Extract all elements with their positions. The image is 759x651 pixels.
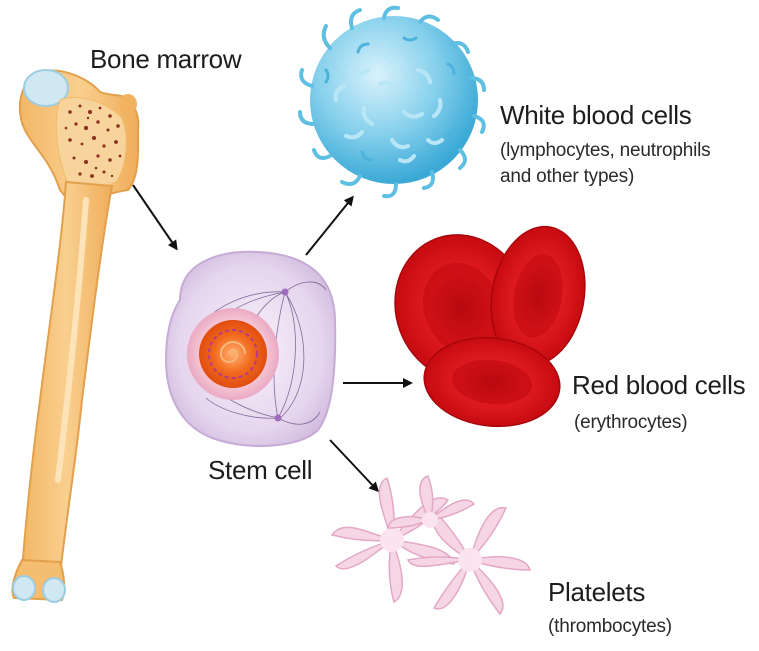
white-blood-cells-subtitle-line2: and other types) — [500, 164, 634, 189]
white-blood-cell-icon — [300, 8, 484, 197]
red-blood-cells-title: Red blood cells — [572, 370, 745, 401]
stem-cell-icon — [166, 252, 335, 446]
stem-cell-label: Stem cell — [208, 455, 312, 486]
arrow-icon — [306, 198, 352, 255]
bone-marrow-label: Bone marrow — [90, 44, 241, 75]
bone-icon — [12, 70, 138, 602]
platelets-subtitle: (thrombocytes) — [548, 614, 672, 639]
red-blood-cells-icon — [375, 216, 596, 433]
white-blood-cells-subtitle-line1: (lymphocytes, neutrophils — [500, 138, 710, 163]
red-blood-cells-subtitle: (erythrocytes) — [574, 410, 687, 435]
platelets-title: Platelets — [548, 577, 645, 608]
arrow-icon — [330, 440, 377, 490]
arrow-icon — [133, 185, 176, 248]
platelets-icon — [332, 476, 530, 614]
white-blood-cells-title: White blood cells — [500, 100, 691, 131]
